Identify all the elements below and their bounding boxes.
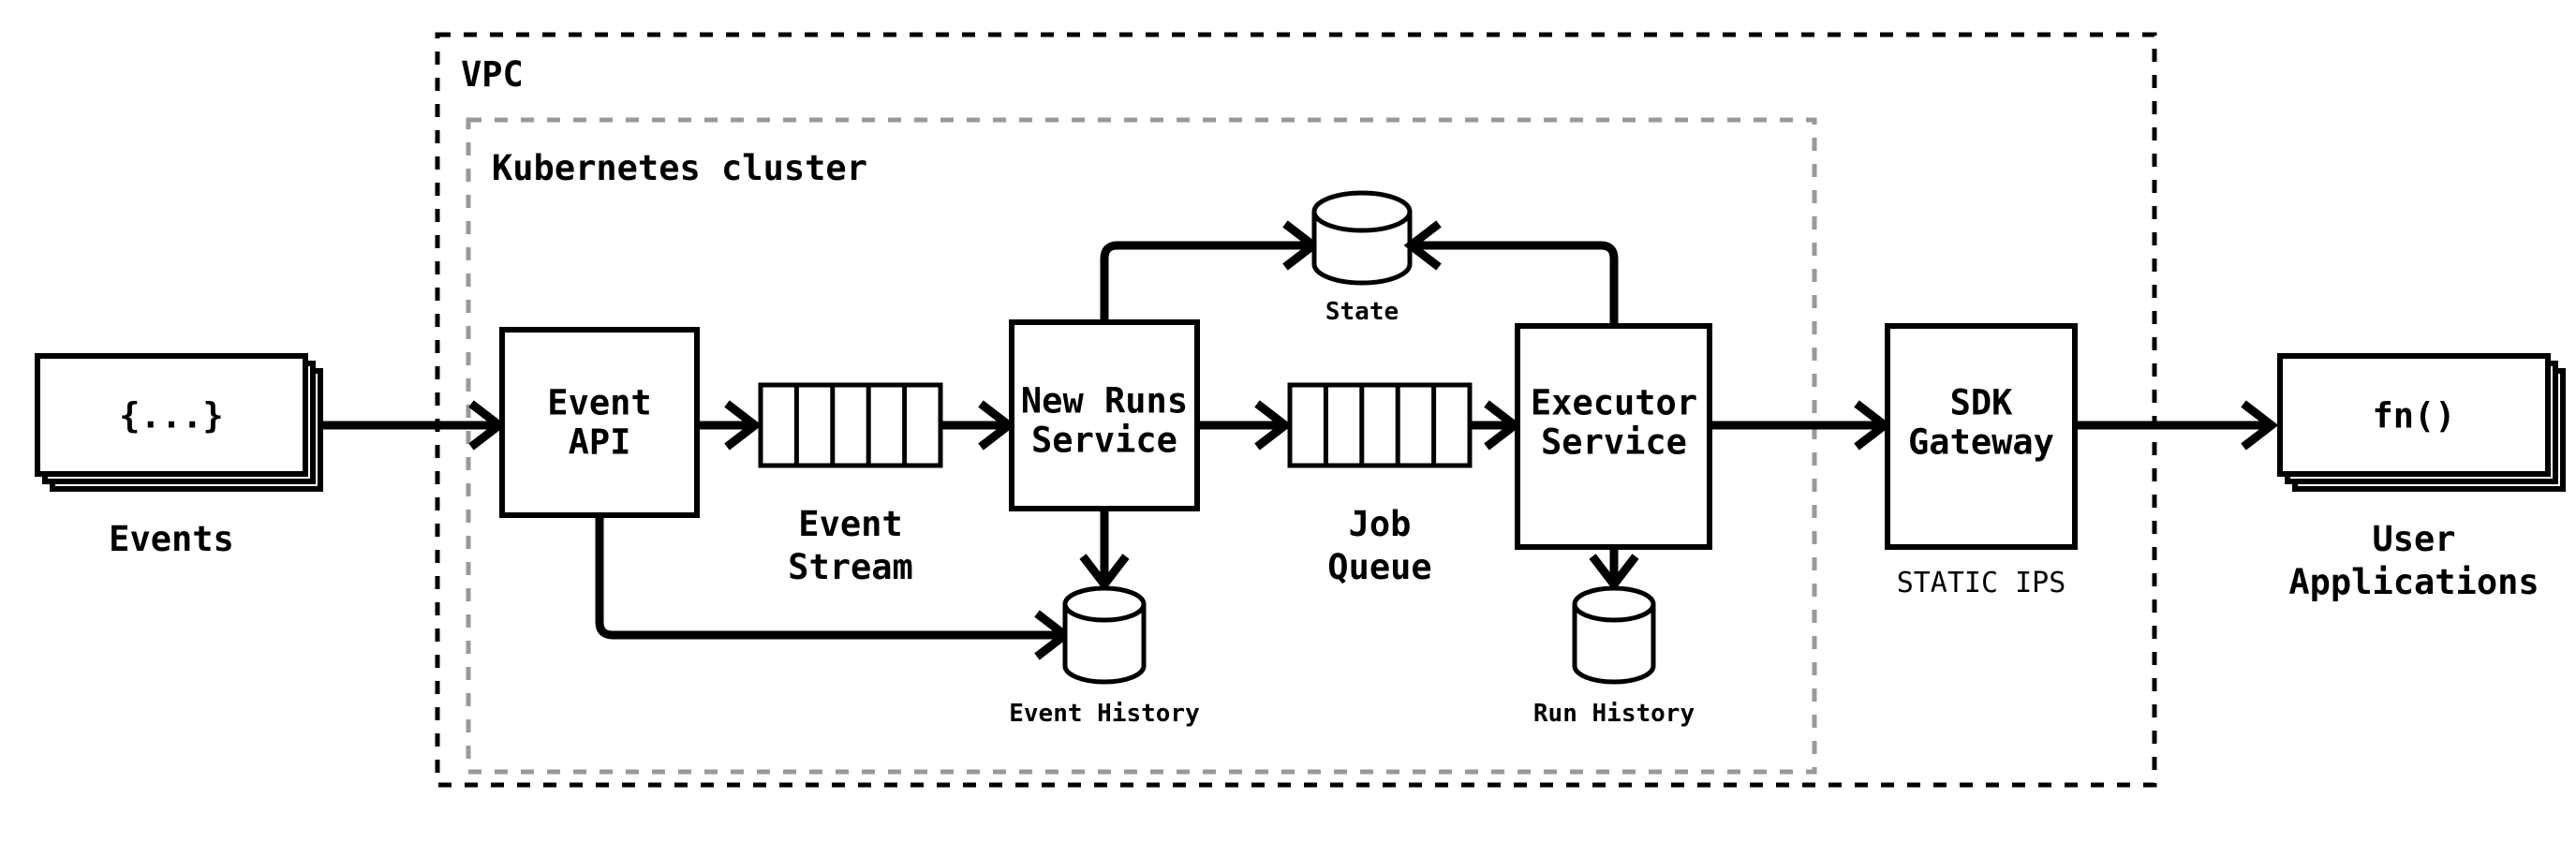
- user-applications-stack-front: [2277, 353, 2551, 477]
- events-node: {...}: [35, 353, 323, 492]
- run-history-caption: Run History: [1533, 700, 1695, 728]
- event-api-node: Event API: [499, 327, 700, 518]
- new-runs-service-node: New Runs Service: [1009, 319, 1200, 511]
- arrowhead-sdk-gateway-to-user-applications: [2241, 400, 2279, 451]
- state-cylinder-top: [1311, 190, 1413, 233]
- arrowhead-event-api-to-event-stream: [724, 400, 762, 451]
- event-stream-caption-line2: Stream: [788, 547, 913, 587]
- executor-service-node: Executor Service: [1515, 323, 1712, 550]
- event-api-box: [499, 327, 700, 518]
- job-queue-body: [1287, 382, 1473, 468]
- edge-new-runs-to-state: [1100, 241, 1308, 322]
- arrowhead-new-runs-to-job-queue: [1254, 400, 1293, 451]
- sdk-gateway-label-line2: Gateway: [1908, 422, 2054, 463]
- vpc-label: VPC: [461, 54, 524, 95]
- run-history-cylinder-top: [1572, 585, 1656, 623]
- sdk-gateway-label-line1: SDK: [1950, 383, 2014, 423]
- state-caption: State: [1325, 298, 1399, 326]
- arrowhead-executor-to-state: [1403, 220, 1442, 271]
- event-history-cylinder-body: [1062, 604, 1147, 685]
- event-history-cylinder-top: [1062, 585, 1147, 623]
- job-queue-node: [1287, 382, 1473, 468]
- events-node-label: {...}: [119, 396, 223, 436]
- event-stream-caption-line1: Event: [798, 504, 902, 544]
- user-applications-caption-line2: Applications: [2288, 562, 2539, 602]
- state-node: [1311, 190, 1413, 286]
- sdk-gateway-caption: STATIC IPS: [1897, 567, 2066, 599]
- event-api-label-line2: API: [569, 422, 631, 463]
- run-history-node: [1572, 585, 1656, 685]
- event-api-label-line1: Event: [547, 383, 651, 423]
- event-history-node: [1062, 585, 1147, 685]
- event-stream-node: [758, 382, 943, 468]
- executor-service-box: [1515, 323, 1712, 550]
- event-history-caption: Event History: [1009, 700, 1200, 728]
- run-history-cylinder-body: [1572, 604, 1656, 685]
- job-queue-caption-line2: Queue: [1327, 547, 1431, 587]
- new-runs-service-label-line2: Service: [1031, 421, 1177, 461]
- new-runs-service-label-line1: New Runs: [1021, 381, 1188, 422]
- edge-executor-to-state: [1416, 241, 1619, 326]
- user-applications-label: fn(): [2372, 396, 2455, 436]
- job-queue-caption-line1: Job: [1349, 504, 1412, 544]
- user-applications-caption-line1: User: [2372, 519, 2455, 559]
- events-stack-front: [35, 353, 308, 477]
- sdk-gateway-node: SDK Gateway: [1885, 323, 2078, 550]
- event-stream-queue-body: [758, 382, 943, 468]
- arrowhead-new-runs-to-event-history: [1079, 554, 1130, 592]
- events-caption: Events: [109, 519, 234, 559]
- executor-service-label-line1: Executor: [1531, 383, 1697, 423]
- arrowhead-executor-to-run-history: [1589, 554, 1639, 592]
- executor-service-label-line2: Service: [1541, 422, 1687, 463]
- sdk-gateway-box: [1885, 323, 2078, 550]
- kubernetes-cluster-label: Kubernetes cluster: [492, 148, 867, 188]
- edge-event-api-to-event-history: [595, 515, 1059, 640]
- user-applications-node: fn(): [2277, 353, 2566, 492]
